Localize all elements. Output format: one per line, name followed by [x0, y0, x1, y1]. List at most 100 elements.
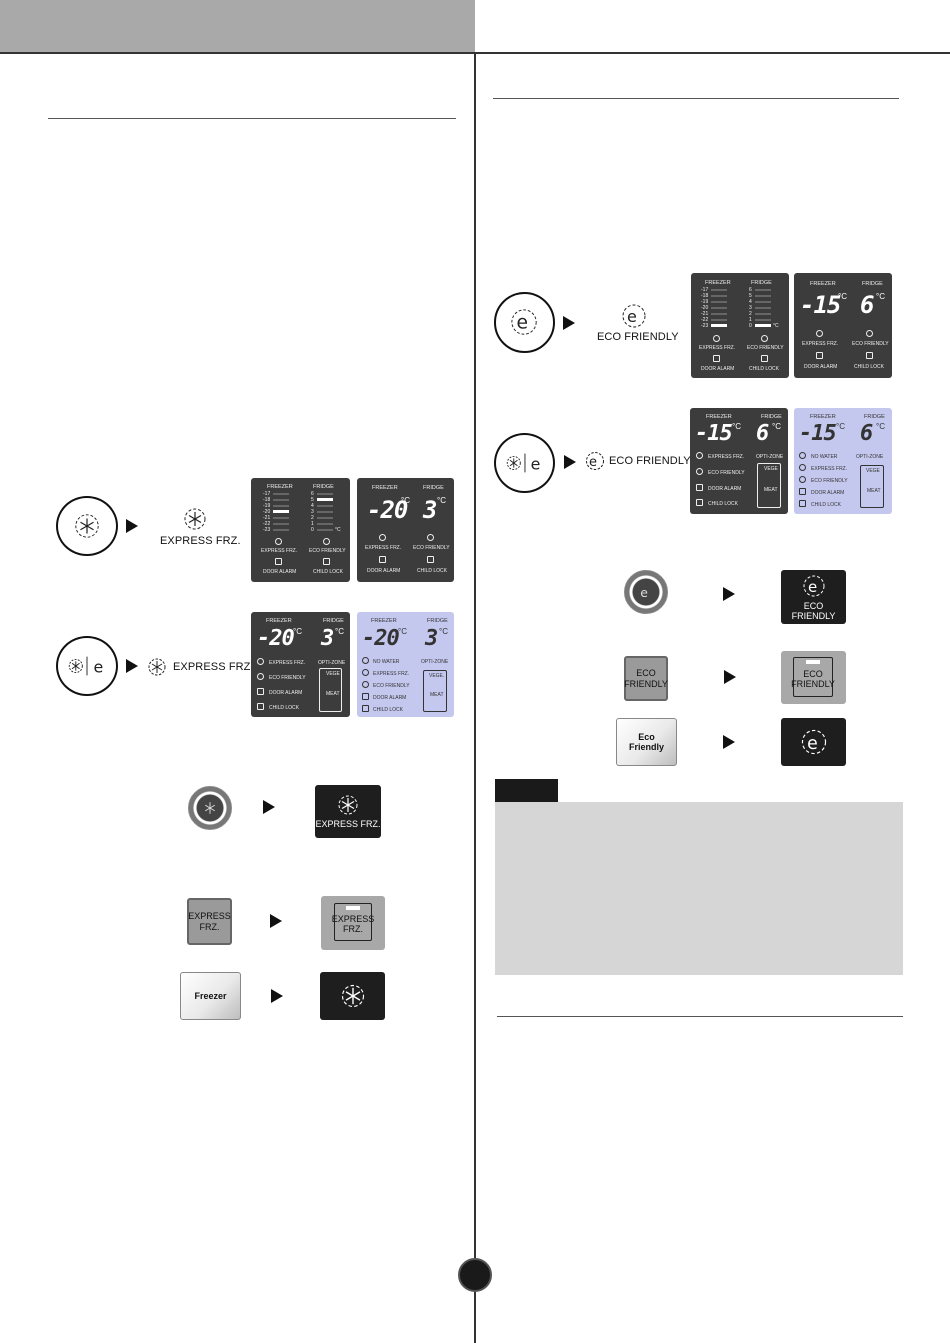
snowflake-eco-icon: e	[506, 453, 541, 474]
section-rule-right-bottom	[497, 1016, 903, 1017]
display-panel-segment: FREEZER FRIDGE -15 °C 6 °C EXPRESS FRZ. …	[794, 273, 892, 378]
display-panel-optizone: FREEZER FRIDGE -15 °C 6 °C EXPRESS FRZ. …	[690, 408, 788, 514]
eco-leaf-icon: e	[803, 575, 824, 597]
eco-leaf-icon: e	[622, 304, 646, 328]
arrow-icon	[563, 316, 575, 330]
express-frz-round-button[interactable]	[56, 496, 118, 556]
fridge-temp-readout: 6	[756, 421, 769, 446]
eco-friendly-icon	[761, 335, 768, 342]
express-eco-dual-button[interactable]: e	[494, 433, 555, 493]
svg-text:e: e	[807, 734, 818, 754]
express-frz-label: EXPRESS FRZ.	[173, 661, 254, 673]
opti-zone-box: VEGE MEAT	[319, 668, 342, 712]
express-frz-icon	[816, 330, 823, 337]
display-panel-blue: FREEZER FRIDGE -20 °C 3 °C NO WATER OPTI…	[357, 612, 454, 717]
eco-friendly-lit-button[interactable]: e ECO FRIENDLY	[781, 570, 846, 624]
display-panel-blue: FREEZER FRIDGE -15 °C 6 °C NO WATER OPTI…	[794, 408, 892, 514]
express-frz-icon	[713, 335, 720, 342]
arrow-icon	[723, 735, 735, 749]
page-number-badge	[458, 1258, 492, 1292]
freezer-temp-readout: -20	[257, 626, 295, 651]
eco-friendly-icon	[866, 330, 873, 337]
express-frz-grey-lit-button[interactable]: EXPRESS FRZ.	[321, 896, 385, 950]
door-alarm-icon	[696, 484, 703, 491]
eco-friendly-icon	[362, 681, 369, 688]
express-frz-icon	[379, 534, 386, 541]
freezer-temp-readout: -15	[695, 421, 733, 446]
express-frz-icon	[799, 464, 806, 471]
svg-text:e: e	[531, 455, 541, 474]
child-lock-icon	[761, 355, 768, 362]
child-lock-icon	[362, 705, 369, 712]
child-lock-icon	[323, 558, 330, 565]
fridge-temp-readout: 6	[860, 291, 874, 319]
child-lock-icon	[799, 500, 806, 507]
fridge-temp-readout: 6	[860, 421, 873, 446]
display-panel-segment: FREEZER FRIDGE -20 °C 3 °C EXPRESS FRZ. …	[357, 478, 454, 582]
child-lock-icon	[866, 352, 873, 359]
snowflake-cycle-icon	[341, 984, 364, 1008]
eco-leaf-icon: e	[640, 585, 648, 600]
fridge-temp-readout: 3	[423, 496, 437, 524]
express-frz-grey-button[interactable]: EXPRESS FRZ.	[187, 898, 232, 945]
eco-friendly-grey-lit-button[interactable]: ECO FRIENDLY	[781, 651, 846, 704]
indicator-light	[346, 906, 360, 910]
svg-text:e: e	[94, 658, 104, 677]
arrow-icon	[263, 800, 275, 814]
note-box	[495, 802, 903, 975]
express-frz-knob-button[interactable]	[188, 786, 232, 830]
svg-text:e: e	[589, 455, 597, 470]
freezer-button[interactable]: Freezer	[180, 972, 241, 1020]
door-alarm-icon	[275, 558, 282, 565]
arrow-icon	[270, 914, 282, 928]
display-panel-optizone: FREEZER FRIDGE -20 °C 3 °C EXPRESS FRZ. …	[251, 612, 350, 717]
express-frz-lit-button[interactable]: EXPRESS FRZ.	[315, 785, 381, 838]
column-divider	[474, 52, 476, 1343]
eco-friendly-button[interactable]: Eco Friendly	[616, 718, 677, 766]
snowflake-cycle-icon	[184, 508, 206, 530]
svg-text:e: e	[808, 578, 817, 596]
door-alarm-icon	[257, 688, 264, 695]
express-frz-icon	[362, 669, 369, 676]
no-water-icon	[799, 452, 806, 459]
snowflake-cycle-icon	[148, 658, 166, 676]
express-frz-icon	[275, 538, 282, 545]
arrow-icon	[564, 455, 576, 469]
door-alarm-icon	[379, 556, 386, 563]
eco-friendly-icon	[323, 538, 330, 545]
eco-friendly-grey-button[interactable]: ECO FRIENDLY	[624, 656, 668, 701]
freezer-temp-readout: -15	[799, 421, 837, 446]
door-alarm-icon	[713, 355, 720, 362]
eco-leaf-icon: e	[586, 452, 604, 470]
no-water-icon	[362, 657, 369, 664]
eco-friendly-icon	[257, 673, 264, 680]
snowflake-cycle-icon	[338, 795, 358, 815]
door-alarm-icon	[799, 488, 806, 495]
display-panel-led-bars: FREEZER FRIDGE -17 -18 -19 -20 -21 -22 -…	[691, 273, 789, 378]
section-rule-left	[48, 118, 456, 119]
arrow-icon	[126, 519, 138, 533]
indicator-light	[806, 660, 820, 664]
express-frz-icon	[257, 658, 264, 665]
opti-zone-box: VEGE MEAT	[757, 463, 781, 508]
child-lock-icon	[696, 499, 703, 506]
child-lock-icon	[257, 703, 264, 710]
eco-friendly-icon	[696, 468, 703, 475]
eco-friendly-label: ECO FRIENDLY	[609, 455, 691, 467]
freezer-temp-readout: -15	[800, 291, 841, 319]
eco-friendly-knob-button[interactable]: e	[624, 570, 668, 614]
snowflake-cycle-icon	[75, 514, 99, 538]
svg-text:e: e	[517, 313, 529, 334]
freezer-temp-readout: -20	[362, 626, 400, 651]
fridge-temp-readout: 3	[321, 626, 334, 651]
eco-leaf-icon: e	[511, 309, 537, 335]
eco-friendly-dark-lit-button[interactable]: e	[781, 718, 846, 766]
snowflake-eco-icon: e	[68, 656, 104, 677]
express-frz-icon	[696, 452, 703, 459]
freezer-lit-button[interactable]	[320, 972, 385, 1020]
express-eco-dual-button[interactable]: e	[56, 636, 118, 696]
eco-friendly-round-button[interactable]: e	[494, 292, 555, 353]
opti-zone-box: VEGE MEAT	[860, 465, 884, 508]
header-bar-left	[0, 0, 475, 52]
express-frz-label: EXPRESS FRZ.	[160, 535, 241, 547]
